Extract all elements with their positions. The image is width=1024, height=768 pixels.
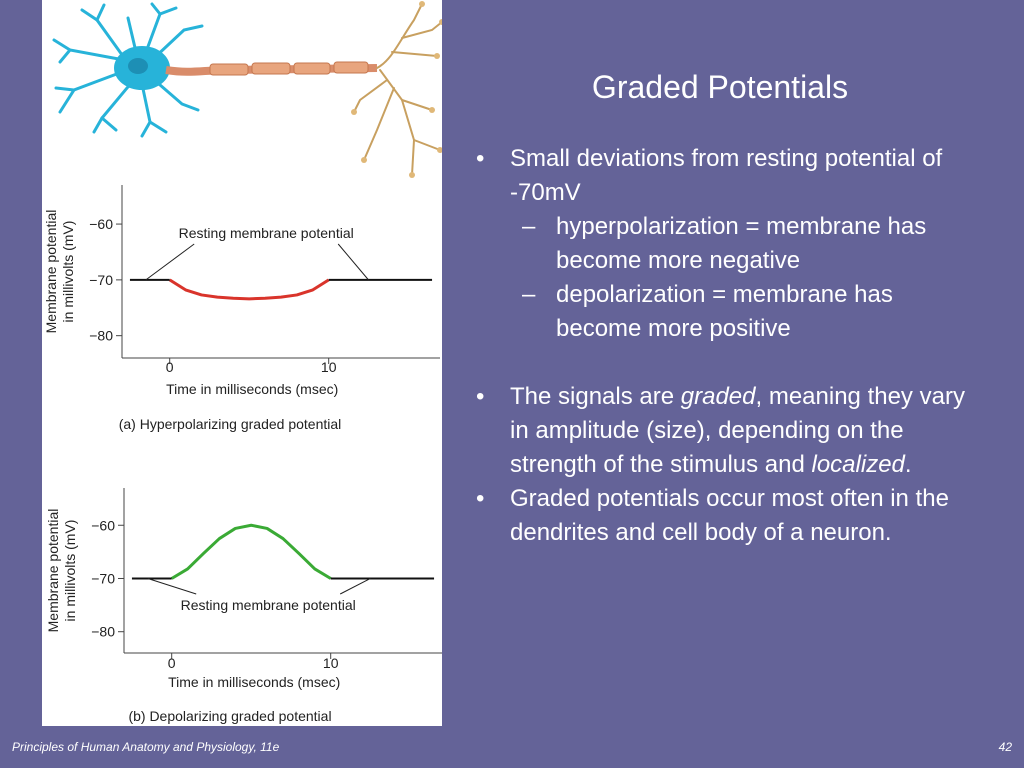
x-tick-label: 0 xyxy=(168,655,176,671)
y-axis-label-line: Membrane potential xyxy=(45,509,61,633)
x-axis-label: Time in milliseconds (msec) xyxy=(168,674,340,690)
y-tick-label: −70 xyxy=(89,272,113,288)
bullet-marker: • xyxy=(476,383,485,410)
x-tick-label: 10 xyxy=(321,359,337,375)
bullet-list: • Small deviations from resting potentia… xyxy=(470,142,970,550)
annotation-pointer xyxy=(145,243,195,281)
chart-caption: (a) Hyperpolarizing graded potential xyxy=(119,416,342,432)
x-axis-label: Time in milliseconds (msec) xyxy=(166,381,338,397)
y-tick-label: −60 xyxy=(91,517,115,533)
neuron-illustration xyxy=(52,1,442,178)
series-line xyxy=(168,278,330,301)
y-axis-label: Membrane potentialin millivolts (mV) xyxy=(43,210,76,334)
sub-bullet-text: depolarization = membrane has become mor… xyxy=(556,281,893,342)
sub-bullet-item: – hyperpolarization = membrane has becom… xyxy=(470,210,970,278)
bullet-text: The signals are graded, meaning they var… xyxy=(510,383,965,478)
bullet-text: Graded potentials occur most often in th… xyxy=(510,485,949,546)
y-axis-label-line: in millivolts (mV) xyxy=(60,221,76,323)
x-tick-label: 0 xyxy=(166,359,174,375)
chart-caption: (b) Depolarizing graded potential xyxy=(128,708,331,724)
page-number: 42 xyxy=(998,740,1012,754)
y-tick-label: −80 xyxy=(91,624,115,640)
annotation-label: Resting membrane potential xyxy=(181,597,356,613)
annotation-pointer xyxy=(339,578,371,595)
y-axis-label-line: Membrane potential xyxy=(43,210,59,334)
x-tick-label: 10 xyxy=(323,655,339,671)
axon-terminals xyxy=(353,3,442,176)
emphasis-graded: graded xyxy=(680,383,756,410)
y-tick-label: −60 xyxy=(89,216,113,232)
y-tick-label: −80 xyxy=(89,328,113,344)
bullet-item: • Graded potentials occur most often in … xyxy=(470,482,970,550)
bullet-marker: • xyxy=(476,145,485,172)
slide-title: Graded Potentials xyxy=(591,69,849,105)
y-axis-label: Membrane potentialin millivolts (mV) xyxy=(45,509,78,633)
sub-bullet-text: hyperpolarization = membrane has become … xyxy=(556,213,927,274)
series-line xyxy=(170,523,332,580)
bullet-item: • The signals are graded, meaning they v… xyxy=(470,380,970,482)
sub-bullet-item: – depolarization = membrane has become m… xyxy=(470,278,970,346)
dash-marker: – xyxy=(522,281,536,308)
bullet-text: Small deviations from resting potential … xyxy=(510,145,943,206)
annotation-pointer xyxy=(147,578,197,595)
bullet-item: • Small deviations from resting potentia… xyxy=(470,142,970,210)
dash-marker: – xyxy=(522,213,536,240)
annotation-pointer xyxy=(337,243,369,281)
annotation-label: Resting membrane potential xyxy=(179,225,354,241)
y-tick-label: −70 xyxy=(91,570,115,586)
bullet-marker: • xyxy=(476,485,485,512)
emphasis-localized: localized xyxy=(811,451,905,478)
y-axis-label-line: in millivolts (mV) xyxy=(62,520,78,622)
footer-book-title: Principles of Human Anatomy and Physiolo… xyxy=(12,740,280,754)
